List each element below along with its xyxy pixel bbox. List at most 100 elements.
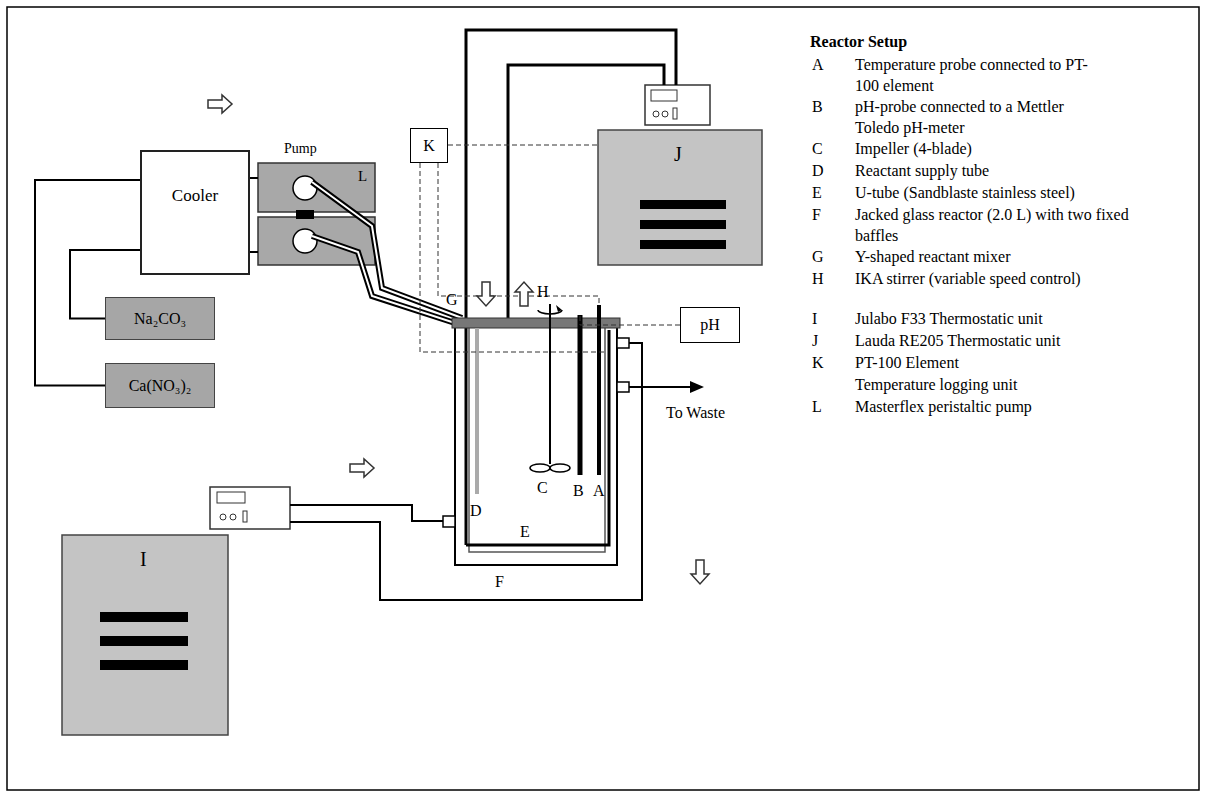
reactor-jacket xyxy=(455,328,617,565)
controller-button xyxy=(653,111,659,117)
pump-roller xyxy=(293,176,317,200)
legend-description: pH-probe connected to a Mettler Toledo p… xyxy=(855,96,1095,138)
node-label: Na₂CO₃ xyxy=(134,309,186,328)
signal-connector xyxy=(448,145,598,146)
impeller-blade xyxy=(550,464,570,472)
callout-letter: C xyxy=(537,477,548,498)
node-label: Pump xyxy=(284,141,317,158)
pump-box: PumpL xyxy=(258,163,375,212)
legend-heading: Reactor Setup xyxy=(810,31,907,52)
callout-letter: H xyxy=(537,281,549,302)
controller-switch xyxy=(673,108,677,119)
cooler-box: Cooler xyxy=(140,150,250,275)
signal-line xyxy=(438,163,599,305)
tube-connector xyxy=(250,177,258,179)
reactor-lid xyxy=(452,318,620,328)
legend-description: Julabo F33 Thermostatic unit xyxy=(855,308,1043,329)
legend-key: D xyxy=(812,160,824,181)
legend-key: F xyxy=(812,204,821,225)
thermostat-grille xyxy=(640,240,726,249)
flow-arrow xyxy=(477,282,495,306)
flow-arrow xyxy=(208,95,232,113)
controller-display xyxy=(651,90,677,101)
thermostat-controller xyxy=(210,487,290,529)
legend-key: C xyxy=(812,138,823,159)
pump-coupling xyxy=(296,210,314,219)
legend-key: L xyxy=(812,396,822,417)
thermostat-grille xyxy=(100,660,188,670)
thermostat-grille xyxy=(640,200,726,209)
pump-tube xyxy=(312,236,458,324)
reagent-tank: Ca(NO₃)₂ xyxy=(105,363,215,408)
coolant-line xyxy=(466,30,676,545)
jacket-port xyxy=(617,338,629,348)
flow-arrow xyxy=(691,560,709,584)
legend-description: Impeller (4-blade) xyxy=(855,138,972,159)
callout-letter: F xyxy=(495,571,504,592)
callout-letter: G xyxy=(446,289,458,310)
figure-frame xyxy=(7,7,1199,790)
pump-tube xyxy=(312,182,462,318)
flow-arrow xyxy=(350,459,374,477)
legend-key: J xyxy=(812,330,818,351)
flow-note: To Waste xyxy=(666,402,725,423)
legend-description: PT-100 Element xyxy=(855,352,959,373)
legend-description: Lauda RE205 Thermostatic unit xyxy=(855,330,1060,351)
logger-box: K xyxy=(410,128,448,163)
legend-key: G xyxy=(812,246,824,267)
node-label: I xyxy=(140,547,147,571)
feed-tube xyxy=(250,251,258,253)
coolant-line xyxy=(290,343,642,600)
legend-key: A xyxy=(812,54,824,75)
pump-tube xyxy=(312,236,458,324)
legend-description: Reactant supply tube xyxy=(855,160,989,181)
jacket-port xyxy=(443,516,455,527)
legend-description: Jacked glass reactor (2.0 L) with two fi… xyxy=(855,204,1130,246)
waste-line xyxy=(629,386,692,388)
legend-description: Temperature logging unit xyxy=(855,374,1017,395)
impeller-blade xyxy=(530,464,550,472)
u-tube xyxy=(466,330,609,545)
thermostat-grille xyxy=(100,612,188,622)
legend-description: U-tube (Sandblaste stainless steel) xyxy=(855,182,1075,203)
node-label: pH xyxy=(700,315,720,334)
signal-line xyxy=(580,315,680,325)
signal-line xyxy=(420,163,605,352)
tube-connector xyxy=(35,180,140,386)
node-label: K xyxy=(423,136,435,155)
ph-meter-box: pH xyxy=(680,307,740,343)
node-label: J xyxy=(674,142,682,166)
coolant-line xyxy=(508,65,664,318)
thermostat-grille xyxy=(640,220,726,229)
legend-description: IKA stirrer (variable speed control) xyxy=(855,268,1081,289)
legend-key: I xyxy=(812,308,817,329)
legend-key: K xyxy=(812,352,824,373)
callout-letter: B xyxy=(573,480,584,501)
thermostat-grille xyxy=(100,636,188,646)
coolant-line xyxy=(290,505,443,521)
node-label: Ca(NO₃)₂ xyxy=(129,376,192,395)
flow-arrow xyxy=(515,282,533,306)
supply-tube xyxy=(475,328,479,494)
legend-key: B xyxy=(812,96,823,117)
controller-button xyxy=(220,514,226,520)
controller-switch xyxy=(243,511,247,522)
thermostat-unit: I xyxy=(62,535,228,735)
pump-tube xyxy=(312,182,462,318)
node-label: Cooler xyxy=(172,186,218,206)
controller-button xyxy=(230,514,236,520)
legend-key: H xyxy=(812,268,824,289)
pump-roller xyxy=(293,229,317,253)
callout-letter: A xyxy=(593,480,605,501)
thermostat-unit: J xyxy=(598,130,762,265)
ph-probe xyxy=(578,315,583,475)
legend-description: Y-shaped reactant mixer xyxy=(855,246,1010,267)
thermostat-housing xyxy=(598,130,762,265)
reactor-wall xyxy=(469,328,605,552)
callout-letter: E xyxy=(520,521,530,542)
part-letter: L xyxy=(358,167,367,185)
controller-display xyxy=(217,492,245,503)
legend-description: Temperature probe connected to PT-100 el… xyxy=(855,54,1095,96)
waste-arrowhead xyxy=(690,381,704,393)
stirrer-shaft xyxy=(549,304,551,464)
